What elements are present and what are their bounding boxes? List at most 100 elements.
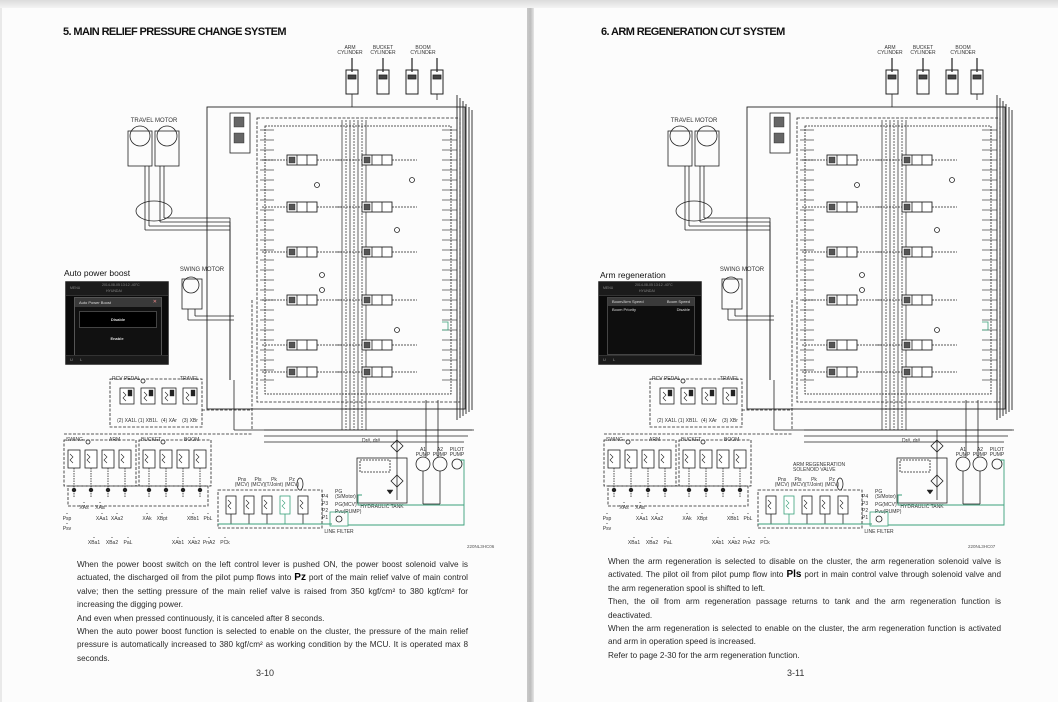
- tank-valve-block: [359, 459, 391, 473]
- spool-section: [828, 156, 836, 164]
- bucket-label: BUCKET: [141, 437, 161, 443]
- lever-valve: [641, 449, 655, 469]
- body-text: When the power boost switch on the left …: [77, 558, 468, 665]
- travel-motor-left-box: [667, 130, 693, 167]
- solenoid-valve: [279, 495, 291, 515]
- line-filter-label: LINE FILTER: [324, 529, 354, 535]
- check-valve-symbol: [314, 182, 320, 188]
- port-label: XAb1: [172, 540, 184, 546]
- hydraulic-tank: [356, 457, 408, 504]
- rcv-port-label: (1) XB1L: [138, 418, 158, 424]
- hose-bundle-ellipse: [675, 200, 713, 222]
- lever-valve: [624, 449, 638, 469]
- page-gutter: [527, 0, 534, 702]
- shuttle-block: [67, 485, 209, 507]
- boom-cylinder-label: BOOM: [415, 45, 430, 51]
- rcv-port-label: (3) XBr: [722, 418, 738, 424]
- junction-dot: [662, 487, 668, 493]
- a2-pump-symbol: [972, 456, 988, 472]
- junction-dot: [71, 487, 77, 493]
- cluster-screen-arm-regeneration: MENU 2014-08-05 13:12 -40°C HYUNDAI Boom…: [598, 281, 702, 365]
- cylinder-piston: [947, 74, 957, 80]
- paragraph: When the arm regeneration is selected to…: [608, 624, 1001, 647]
- main-control-valve-frame: [206, 106, 466, 410]
- pilot-pump-label: PUMP: [990, 452, 1005, 458]
- list-item-label: Boom Priority: [612, 307, 637, 312]
- pilot-pump-line: [888, 459, 1005, 526]
- a2-pump-label: PUMP: [433, 452, 448, 458]
- solenoid-caption: SOLENOID VALVE: [793, 467, 836, 473]
- port-label: XBa1: [88, 540, 100, 546]
- spring-symbol: [185, 391, 190, 402]
- lever-valve: [716, 449, 730, 469]
- spool-section: [288, 156, 296, 164]
- travel-motor-right-box: [154, 130, 180, 167]
- junction-dot: [88, 487, 94, 493]
- spring-symbol: [803, 499, 808, 510]
- viewer-top-shadow: [0, 0, 1058, 8]
- spool-section: [903, 248, 911, 256]
- port-label: XAb2: [728, 540, 740, 546]
- a2-pump-label: PUMP: [973, 452, 988, 458]
- tank-level-symbol: [926, 489, 934, 495]
- spring-symbol: [164, 391, 169, 402]
- travel-motor-label: TRAVEL MOTOR: [671, 118, 718, 124]
- travel-motor-label: TRAVEL MOTOR: [131, 118, 178, 124]
- travel-label: TRAVEL: [180, 376, 199, 382]
- valve-solenoid: [709, 389, 715, 397]
- check-valve-symbol: [934, 327, 940, 333]
- cylinder-body: [916, 69, 930, 95]
- lever-valve: [658, 449, 672, 469]
- lever-valve: [176, 449, 190, 469]
- a1-pump-label: A1: [960, 447, 966, 453]
- travel-motor-right-symbol: [696, 125, 718, 147]
- spring-symbol: [263, 499, 268, 510]
- paragraph: Then, the oil from arm regeneration pass…: [608, 597, 1001, 620]
- spool-section: [828, 368, 836, 376]
- port-label: XBpt: [697, 516, 708, 522]
- cluster-datetime: 2014-08-05 13:12 -40°C: [102, 283, 140, 287]
- solenoid-port-label: (MCV): [791, 482, 806, 488]
- solenoid-valve: [297, 495, 309, 515]
- port-label: Psv: [63, 526, 72, 532]
- check-valve-symbol: [409, 177, 415, 183]
- cluster-datetime: 2014-08-05 13:12 -40°C: [635, 283, 673, 287]
- port-label: PaL: [664, 540, 673, 546]
- section-title: 6. ARM REGENERATION CUT SYSTEM: [601, 26, 785, 38]
- junction-dot: [645, 487, 651, 493]
- boom-cylinder-label: CYLINDER: [950, 50, 976, 56]
- solenoid-valve: [837, 495, 849, 515]
- check-valve-symbol: [934, 227, 940, 233]
- rcv-pedal-block: [109, 378, 203, 428]
- rcv-port-label: (2) XA1L: [117, 418, 137, 424]
- check-valve-symbol: [854, 182, 860, 188]
- port-label: XAa2: [651, 516, 663, 522]
- bucket-cylinder-label: CYLINDER: [370, 50, 396, 56]
- port-label: XAa1: [636, 516, 648, 522]
- spring-symbol: [103, 453, 108, 464]
- spool-section: [828, 248, 836, 256]
- spring-symbol: [86, 453, 91, 464]
- rcv-pedal-block: [649, 378, 743, 428]
- lever-valve: [193, 449, 207, 469]
- spool-section: [363, 248, 371, 256]
- port-label: XAs: [79, 505, 89, 511]
- check-valve-symbol: [394, 227, 400, 233]
- solenoid-port-label: (T/Joint): [265, 482, 284, 488]
- check-valve-symbol: [859, 287, 865, 293]
- port-label: XBb1: [727, 516, 739, 522]
- spring-symbol: [725, 391, 730, 402]
- dialog-header: Auto Power Boost ✕: [75, 298, 161, 307]
- valve-solenoid: [688, 389, 694, 397]
- spool-section: [363, 296, 371, 304]
- port-label: Psv: [603, 526, 612, 532]
- port-label: P2: [322, 508, 328, 514]
- bucket-cylinder-label: CYLINDER: [910, 50, 936, 56]
- port-label: XBb1: [187, 516, 199, 522]
- cluster-footer-label: U: [70, 357, 73, 362]
- mcv-inner-frame: [256, 117, 461, 403]
- spool-section: [363, 341, 371, 349]
- port-label: P1: [862, 515, 868, 521]
- cluster-footer: U L: [66, 355, 168, 364]
- pilot-pump-label: PUMP: [450, 452, 465, 458]
